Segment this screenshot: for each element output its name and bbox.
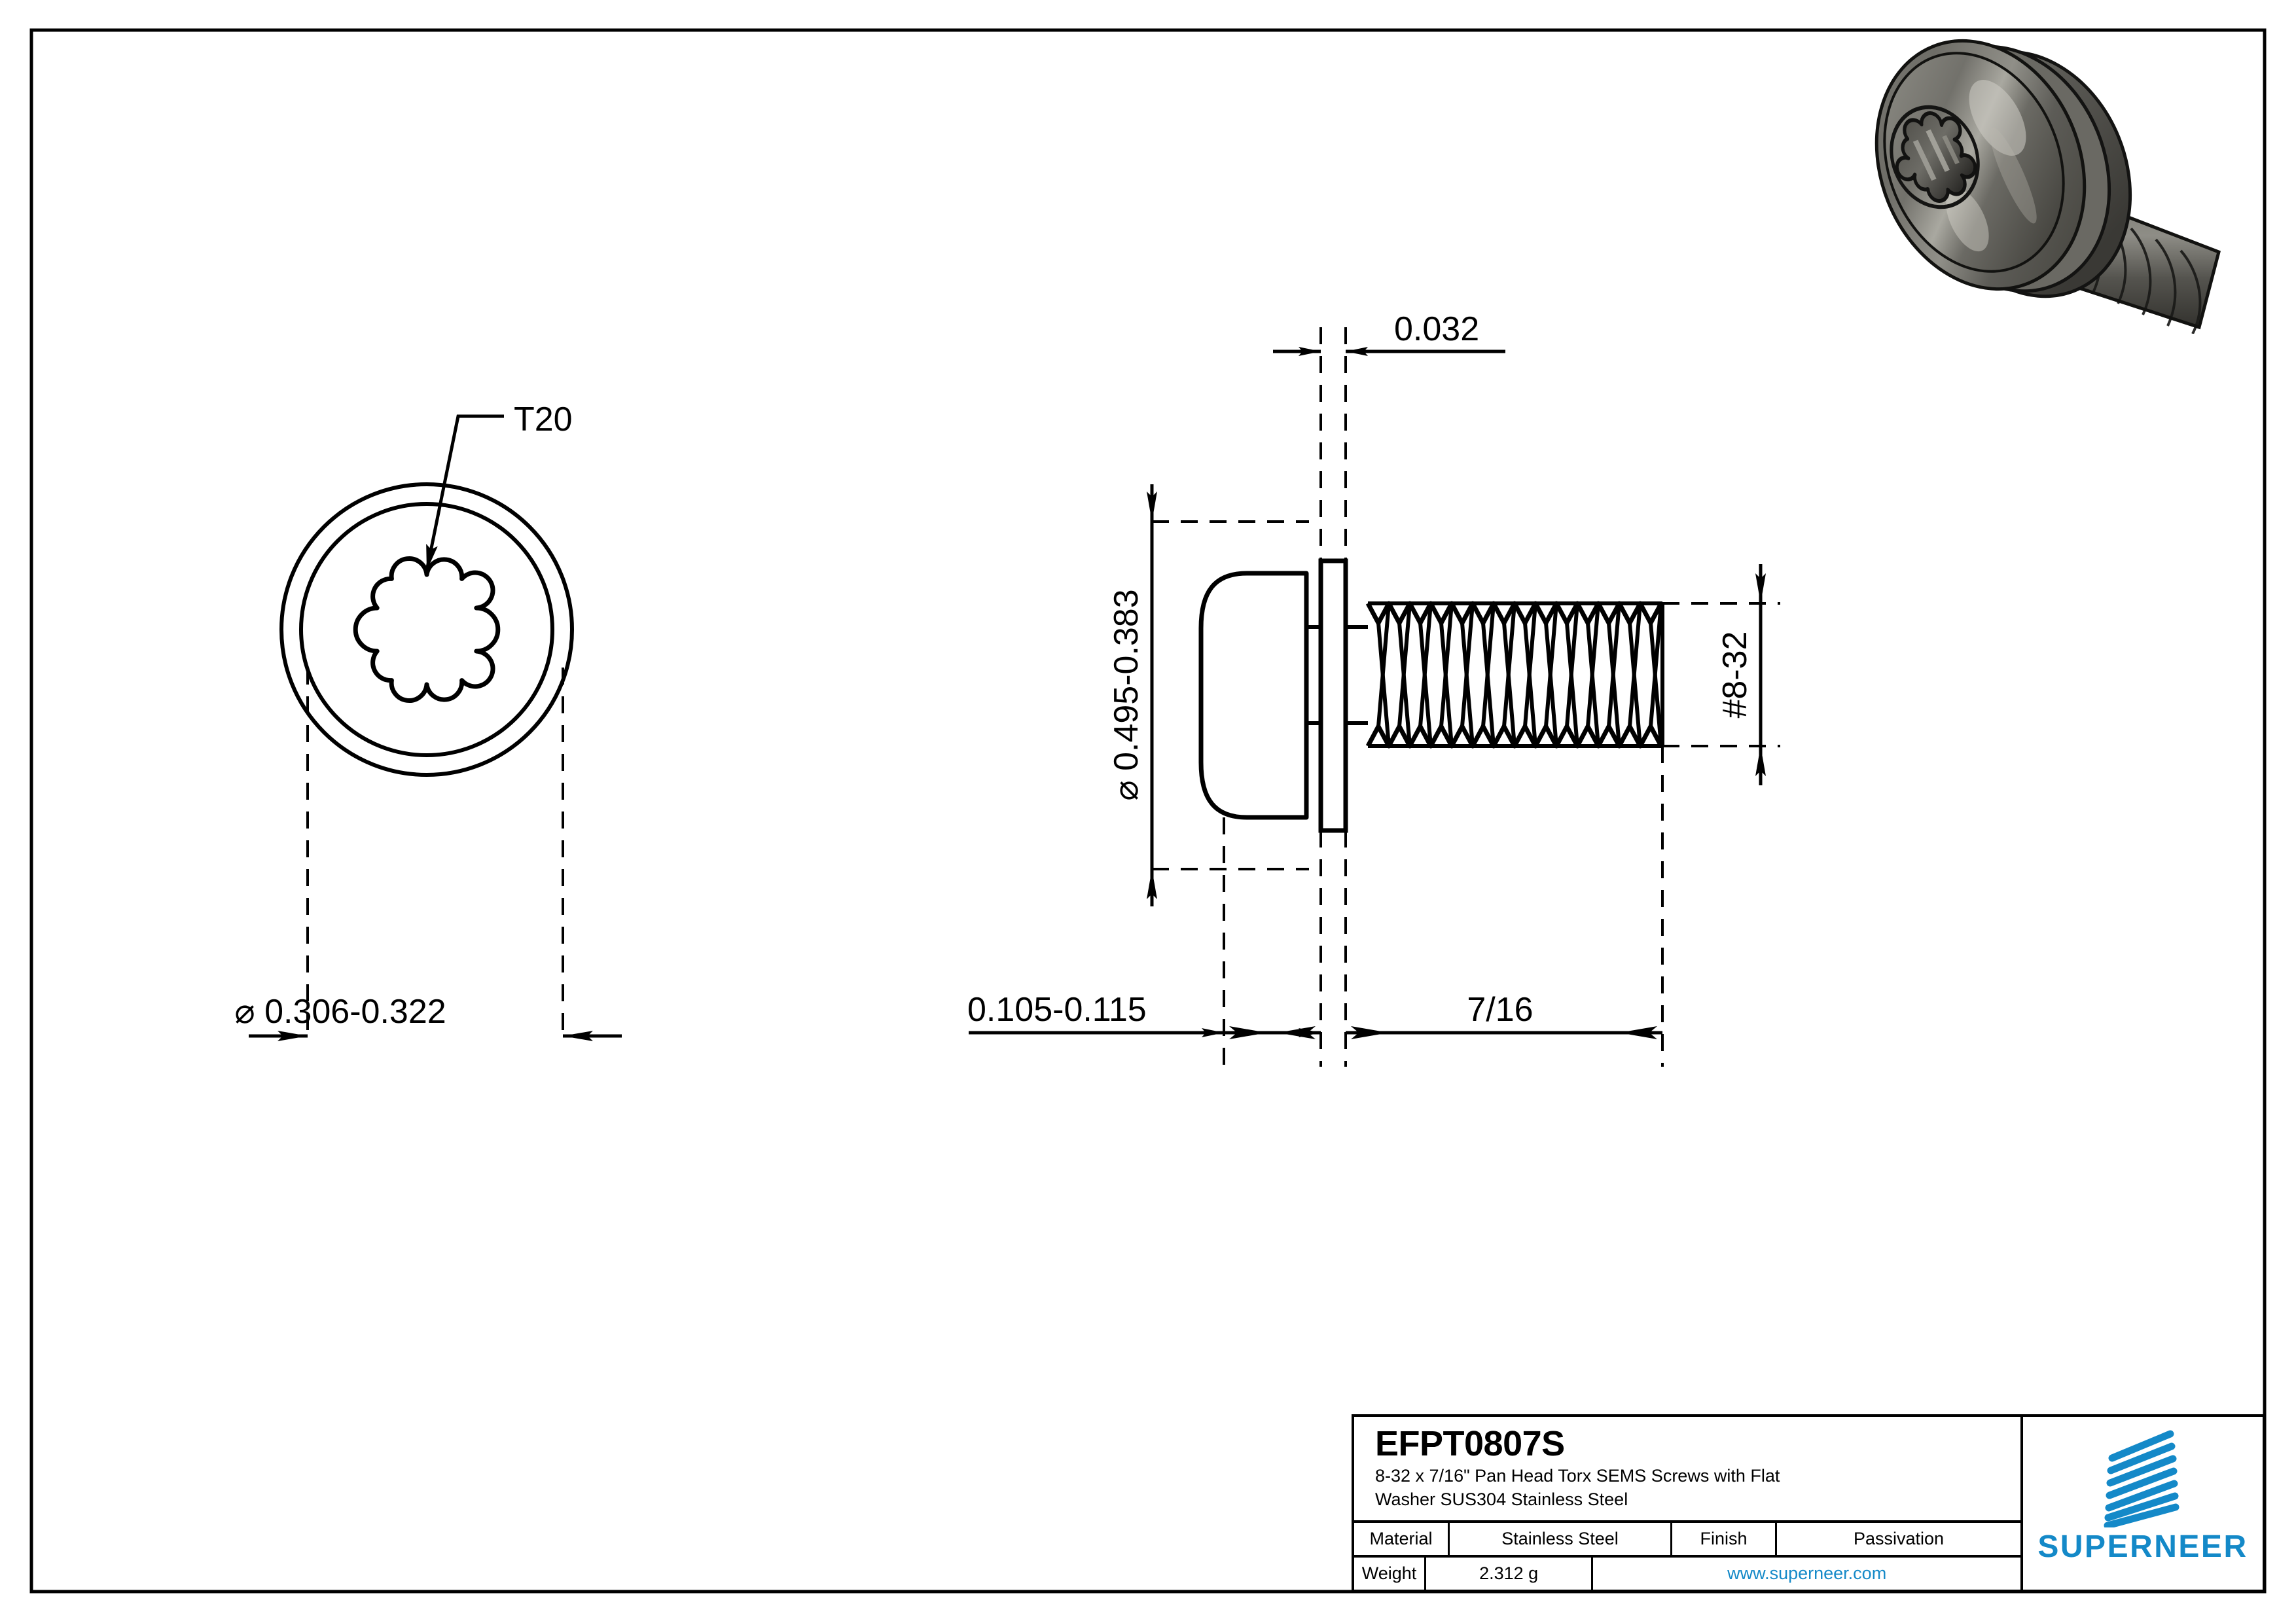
finish-value: Passivation <box>1853 1529 1945 1548</box>
title-block-material-row: Material Stainless Steel Finish Passivat… <box>1354 1523 2020 1558</box>
washer-thickness-dimension <box>1273 327 1505 561</box>
pan-head-outline-circle <box>299 502 554 757</box>
sheet-border <box>29 28 2267 1594</box>
title-block-description: EFPT0807S 8-32 x 7/16" Pan Head Torx SEM… <box>1354 1417 2020 1523</box>
thread-size-label: #8-32 <box>1716 632 1754 719</box>
washer-thickness-label: 0.032 <box>1394 310 1479 348</box>
t20-label: T20 <box>514 401 573 438</box>
bottom-dimensions <box>969 746 1664 1067</box>
title-block-left: EFPT0807S 8-32 x 7/16" Pan Head Torx SEM… <box>1354 1417 2023 1590</box>
website-cell[interactable]: www.superneer.com <box>1593 1558 2020 1590</box>
screw-3d-render <box>1874 39 2221 334</box>
screw-length-label: 7/16 <box>1467 991 1533 1029</box>
brand-name: SUPERNEER <box>2037 1529 2248 1564</box>
material-label: Material <box>1354 1523 1450 1555</box>
title-block-weight-row: Weight 2.312 g www.superneer.com <box>1354 1558 2020 1590</box>
brand-logo-block: SUPERNEER <box>2023 1417 2263 1590</box>
thread-size-dimension <box>1662 564 1780 785</box>
part-number: EFPT0807S <box>1375 1424 1565 1463</box>
head-diameter-dimension <box>1147 484 1309 906</box>
website-link[interactable]: www.superneer.com <box>1727 1563 1887 1583</box>
weight-value: 2.312 g <box>1426 1558 1594 1590</box>
top-view-group <box>249 414 622 1041</box>
material-value: Stainless Steel <box>1450 1523 1672 1555</box>
superneer-logo-icon <box>2104 1430 2179 1527</box>
head-height-label: 0.105-0.115 <box>967 991 1147 1029</box>
side-view-group <box>969 327 1780 1067</box>
washer-outline-circle <box>279 482 574 777</box>
weight-label: Weight <box>1354 1558 1427 1590</box>
finish-label: Finish <box>1672 1523 1777 1555</box>
flat-washer-profile <box>1318 558 1348 833</box>
threaded-shank <box>1365 601 1664 749</box>
t20-leader <box>425 414 504 571</box>
description-line-1: 8-32 x 7/16" Pan Head Torx SEMS Screws w… <box>1375 1466 1780 1486</box>
dimension-text-layer: T20 ⌀ 0.306-0.322 0.032 ⌀ 0.495-0.383 #8… <box>234 310 1754 1031</box>
top-diameter-label: ⌀ 0.306-0.322 <box>234 993 446 1031</box>
torx-recess-star <box>353 556 501 703</box>
render-torx-recess <box>1890 105 1980 209</box>
title-block: EFPT0807S 8-32 x 7/16" Pan Head Torx SEM… <box>1352 1414 2265 1592</box>
pan-head-profile <box>1198 571 1309 820</box>
head-diameter-label: ⌀ 0.495-0.383 <box>1107 589 1145 800</box>
description-line-2: Washer SUS304 Stainless Steel <box>1375 1489 1628 1509</box>
